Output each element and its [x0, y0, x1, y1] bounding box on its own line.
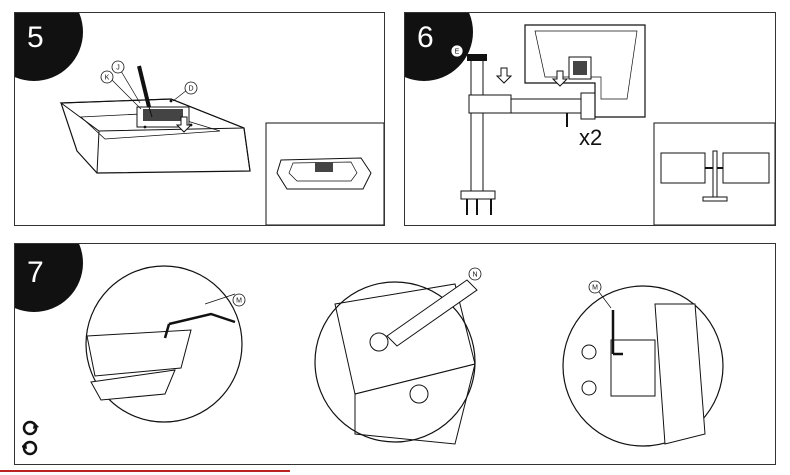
step-6-illustration: E: [450, 24, 775, 225]
mount-arm: [468, 94, 512, 114]
callout-k: K: [100, 70, 114, 84]
detail-circle-wrench: N: [314, 267, 482, 445]
svg-text:M: M: [592, 285, 598, 292]
detail-circle-tilt: M: [85, 265, 246, 423]
detail-circle-hinge: M: [562, 280, 724, 447]
svg-text:M: M: [236, 298, 242, 305]
rotation-icons: [22, 420, 39, 456]
step-7-panel: 7 M: [14, 243, 776, 465]
bottom-accent-rule: [0, 470, 290, 472]
svg-text:J: J: [116, 65, 120, 72]
callout-d: D: [184, 81, 198, 95]
step-6-panel: 6 E: [404, 12, 776, 226]
quantity-multiplier: x2: [579, 125, 603, 150]
svg-text:D: D: [188, 86, 193, 93]
svg-text:E: E: [455, 49, 460, 56]
step-7-number: 7: [27, 256, 44, 289]
down-arrow: [175, 116, 193, 133]
mount-pole: [470, 59, 484, 195]
step-5-badge: 5: [15, 13, 83, 81]
rotate-ccw-icon: [22, 440, 38, 456]
down-arrow: [495, 67, 513, 84]
step-5-illustration: J K D: [59, 60, 384, 225]
svg-text:N: N: [472, 272, 477, 279]
pole-cap: [467, 54, 487, 61]
rotate-cw-icon: [22, 420, 39, 436]
callout-e: E: [450, 44, 464, 58]
callout-j: J: [111, 60, 125, 74]
step-7-illustration: M N: [85, 265, 724, 447]
step-5-panel: 5 J: [14, 12, 385, 226]
svg-text:K: K: [105, 75, 110, 82]
screwdriver: [137, 65, 151, 108]
step-6-number: 6: [417, 21, 434, 54]
step-5-number: 5: [27, 21, 44, 54]
